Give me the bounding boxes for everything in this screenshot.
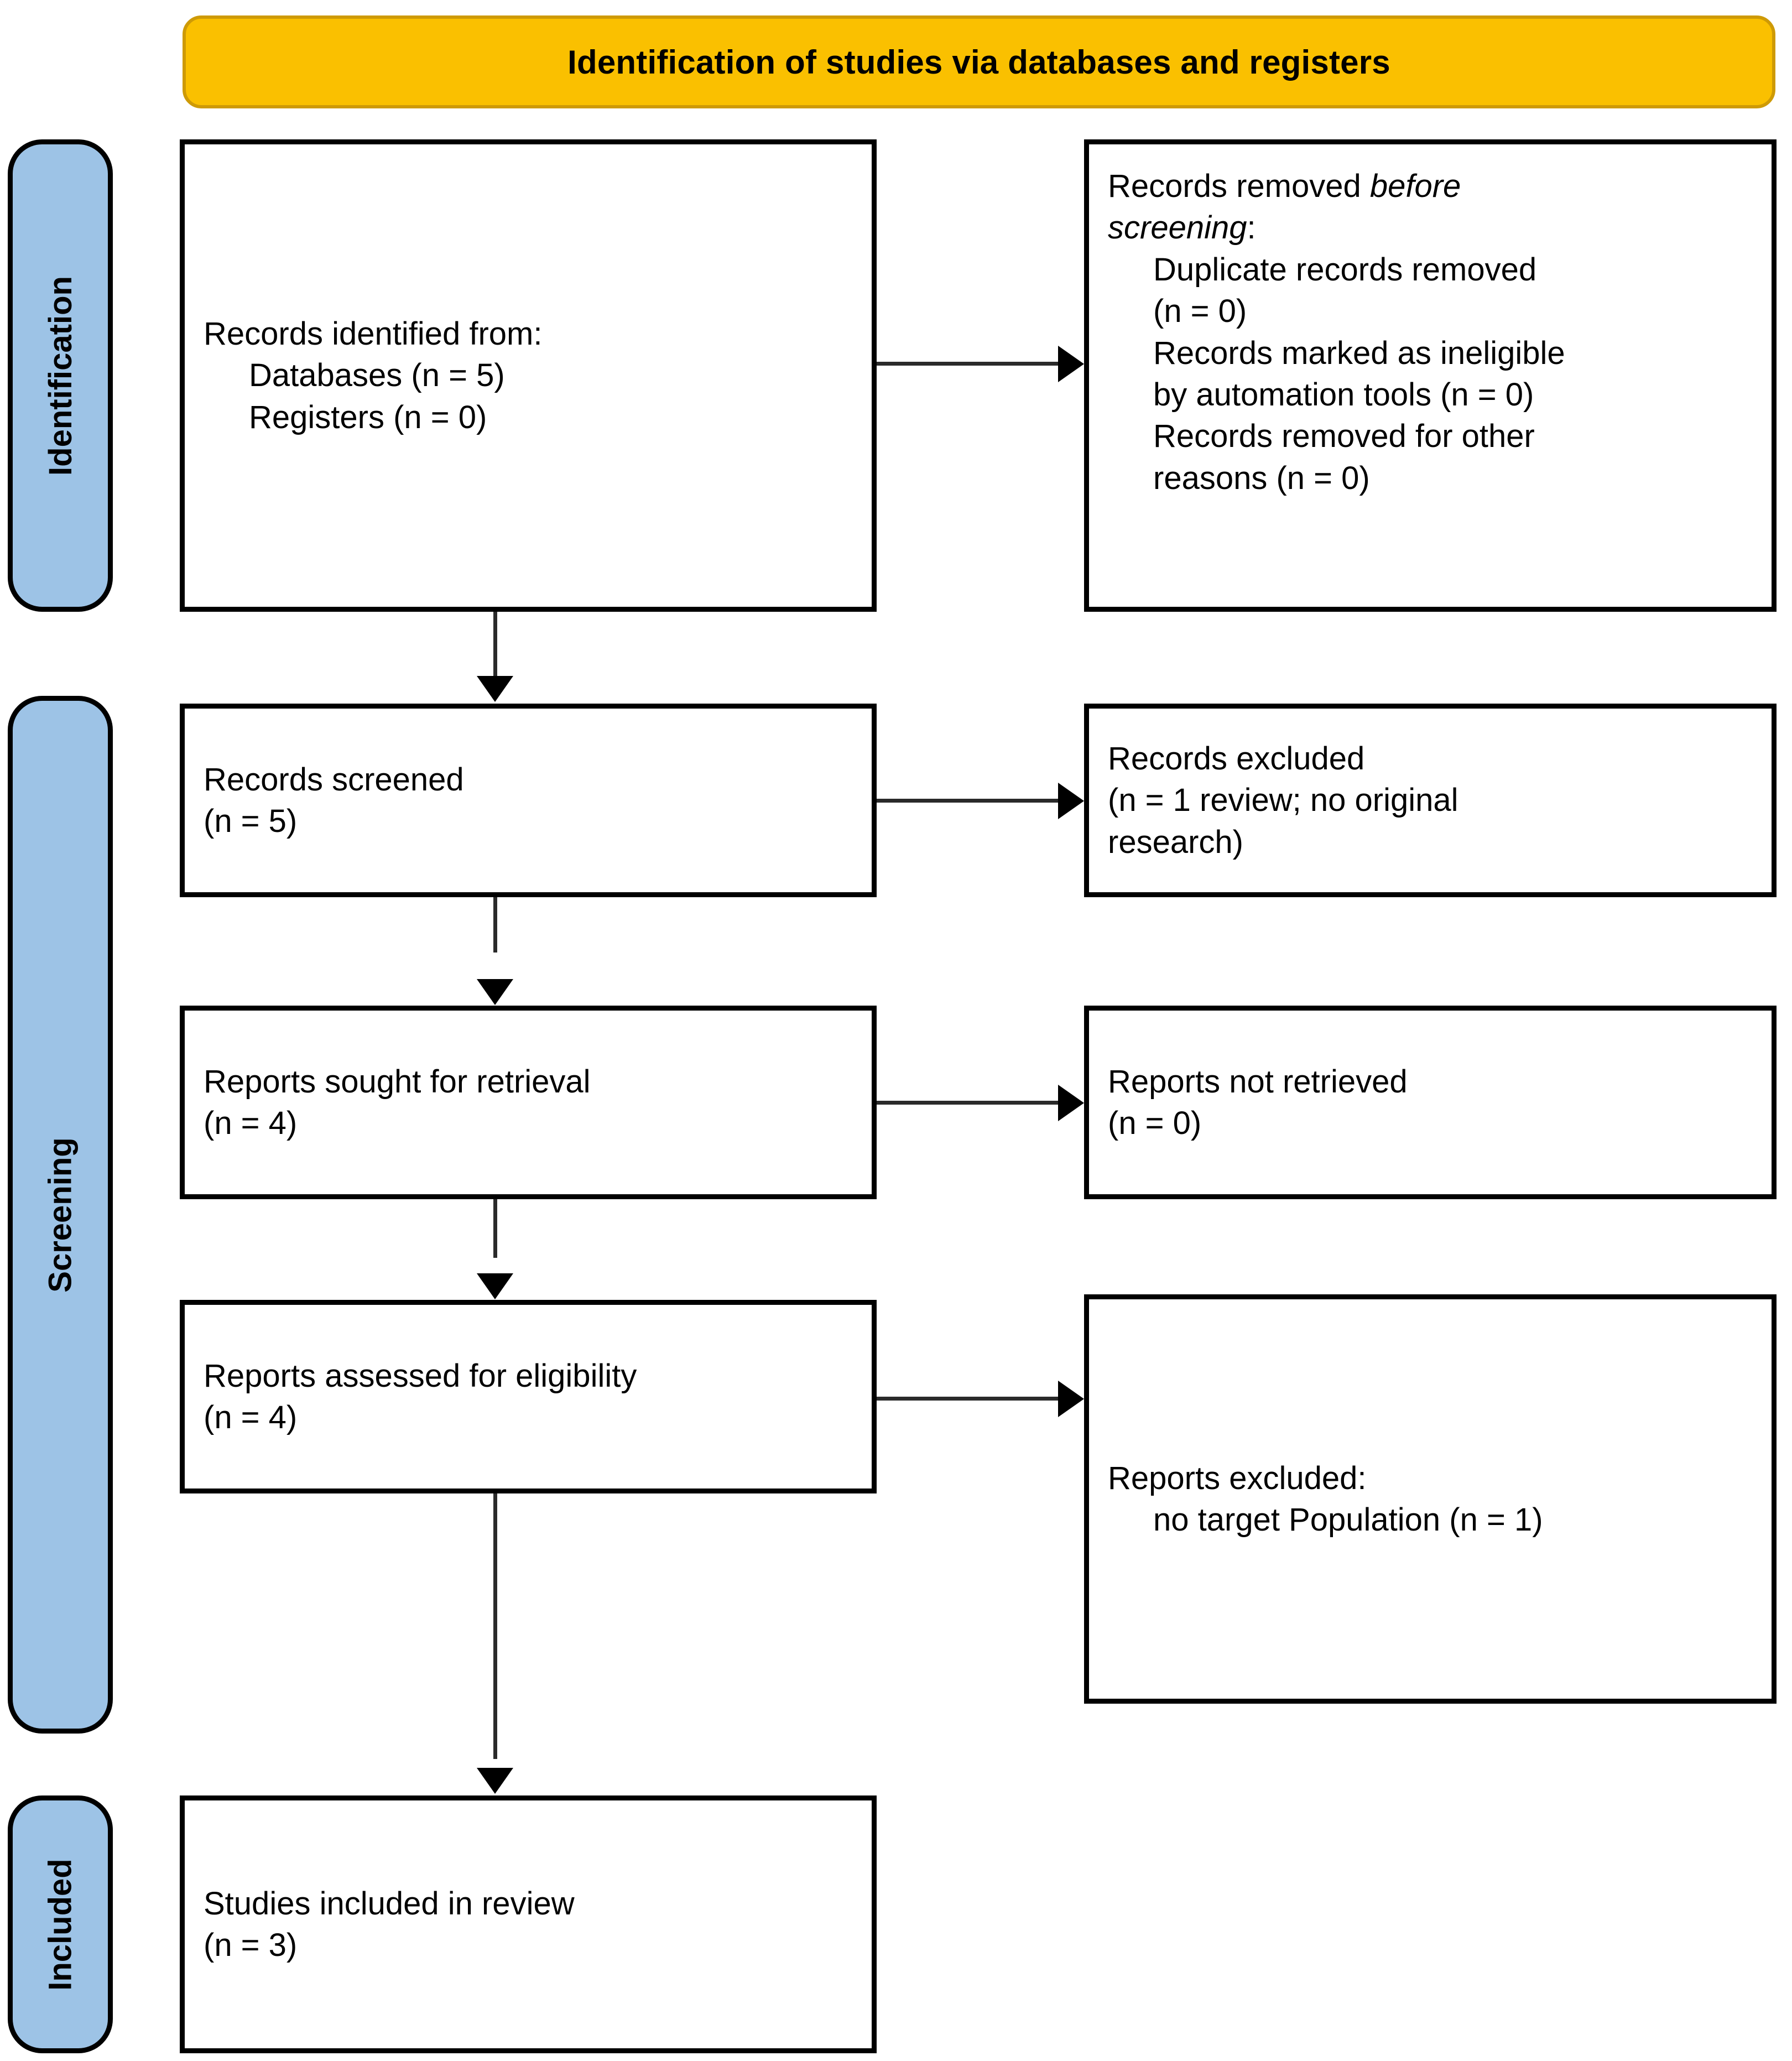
banner-title: Identification of studies via databases … [567, 43, 1390, 81]
studies-included-line-1: Studies included in review [204, 1885, 575, 1922]
diagram-header-banner: Identification of studies via databases … [183, 15, 1775, 108]
records-removed-line-5: Records marked as ineligible [1153, 335, 1565, 371]
studies-included-line-2: (n = 3) [204, 1927, 298, 1963]
box-reports-assessed: Reports assessed for eligibility (n = 4) [180, 1300, 877, 1493]
reports-sought-line-1: Reports sought for retrieval [204, 1063, 591, 1100]
records-removed-line-1-emphasis: before [1369, 168, 1461, 204]
records-screened-line-2: (n = 5) [204, 803, 298, 839]
connector-screened-to-excluded-arrowhead [1058, 783, 1084, 819]
records-removed-line-1: Records removed before [1108, 165, 1753, 207]
stage-label-included-text: Included [42, 1858, 79, 1991]
connector-assessed-to-reports-excluded-arrowhead [1058, 1381, 1084, 1417]
records-removed-line-8: reasons (n = 0) [1153, 460, 1370, 496]
connector-screened-to-sought-line [493, 897, 497, 953]
records-excluded-line-1: Records excluded [1108, 740, 1365, 777]
records-excluded-line-3: research) [1108, 824, 1243, 860]
box-reports-sought: Reports sought for retrieval (n = 4) [180, 1006, 877, 1199]
connector-assessed-to-reports-excluded-line [877, 1397, 1058, 1401]
stage-label-identification-text: Identification [42, 275, 79, 476]
records-removed-line-3: Duplicate records removed [1153, 251, 1537, 288]
stage-label-included: Included [8, 1795, 113, 2053]
reports-assessed-line-1: Reports assessed for eligibility [204, 1357, 637, 1394]
connector-identified-to-removed-arrowhead [1058, 346, 1084, 382]
stage-label-identification: Identification [8, 139, 113, 612]
stage-label-screening: Screening [8, 696, 113, 1734]
reports-sought-line-2: (n = 4) [204, 1105, 298, 1141]
box-records-removed: Records removed before screening: Duplic… [1084, 139, 1777, 612]
box-records-screened: Records screened (n = 5) [180, 704, 877, 897]
connector-assessed-to-included-arrowhead [477, 1768, 513, 1794]
records-screened-line-1: Records screened [204, 761, 464, 798]
stage-label-screening-text: Screening [42, 1137, 79, 1293]
connector-sought-to-not-retrieved-arrowhead [1058, 1085, 1084, 1121]
connector-screened-to-excluded-line [877, 799, 1058, 803]
records-identified-line-1: Records identified from: [204, 315, 543, 352]
reports-assessed-line-2: (n = 4) [204, 1399, 298, 1435]
connector-assessed-to-included-line [493, 1493, 497, 1759]
connector-sought-to-assessed-line [493, 1199, 497, 1258]
connector-identified-to-removed-line [877, 362, 1058, 366]
reports-excluded-line-1: Reports excluded: [1108, 1460, 1367, 1496]
box-reports-excluded: Reports excluded: no target Population (… [1084, 1294, 1777, 1704]
connector-identified-to-screened-arrowhead [477, 676, 513, 702]
records-identified-line-3: Registers (n = 0) [249, 399, 487, 435]
box-records-identified: Records identified from: Databases (n = … [180, 139, 877, 612]
records-identified-line-2: Databases (n = 5) [249, 357, 505, 394]
reports-not-retrieved-line-1: Reports not retrieved [1108, 1063, 1408, 1100]
records-removed-line-2-emphasis: screening [1108, 210, 1247, 246]
box-studies-included: Studies included in review (n = 3) [180, 1795, 877, 2053]
records-removed-line-1-prefix: Records removed [1108, 168, 1370, 204]
reports-excluded-line-2: no target Population (n = 1) [1153, 1502, 1543, 1538]
connector-sought-to-not-retrieved-line [877, 1101, 1058, 1105]
records-removed-line-7: Records removed for other [1153, 418, 1535, 455]
records-removed-line-2-suffix: : [1247, 210, 1256, 246]
records-removed-line-4: (n = 0) [1153, 293, 1247, 330]
reports-not-retrieved-line-2: (n = 0) [1108, 1105, 1202, 1141]
box-records-excluded: Records excluded (n = 1 review; no origi… [1084, 704, 1777, 897]
connector-screened-to-sought-arrowhead [477, 979, 513, 1005]
box-reports-not-retrieved: Reports not retrieved (n = 0) [1084, 1006, 1777, 1199]
records-removed-line-2: screening: [1108, 207, 1753, 248]
records-excluded-line-2: (n = 1 review; no original [1108, 782, 1458, 819]
connector-sought-to-assessed-arrowhead [477, 1273, 513, 1299]
records-removed-line-6: by automation tools (n = 0) [1153, 376, 1534, 413]
connector-identified-to-screened-line [493, 612, 497, 677]
